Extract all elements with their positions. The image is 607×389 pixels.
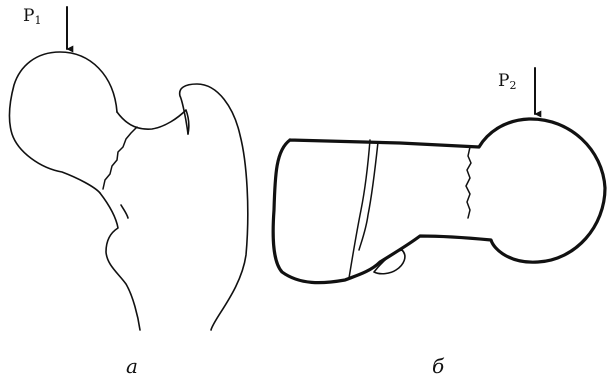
force-index-p1: 1: [34, 14, 41, 27]
force-symbol-p2: P: [498, 71, 509, 91]
panel-a-femur: [9, 7, 247, 330]
force-symbol-p1: P: [23, 6, 34, 26]
panel-label-a: а: [126, 354, 138, 378]
lesser-trochanter-line: [121, 205, 128, 218]
fracture-line-b: [466, 147, 471, 218]
fracture-line-a: [103, 127, 137, 189]
force-label-p2: P2: [498, 71, 516, 92]
cut-line-left: [349, 140, 370, 278]
force-index-p2: 2: [509, 79, 516, 92]
greater-trochanter-outline: [180, 84, 248, 330]
panel-label-b: б: [432, 354, 444, 378]
panel-b-specimen: [273, 68, 605, 283]
femoral-neck-upper: [117, 110, 189, 134]
femoral-neck-lower: [100, 193, 140, 330]
specimen-block-outline: [273, 119, 605, 283]
force-label-p1: P1: [23, 6, 41, 27]
femoral-head-outline: [9, 52, 117, 193]
